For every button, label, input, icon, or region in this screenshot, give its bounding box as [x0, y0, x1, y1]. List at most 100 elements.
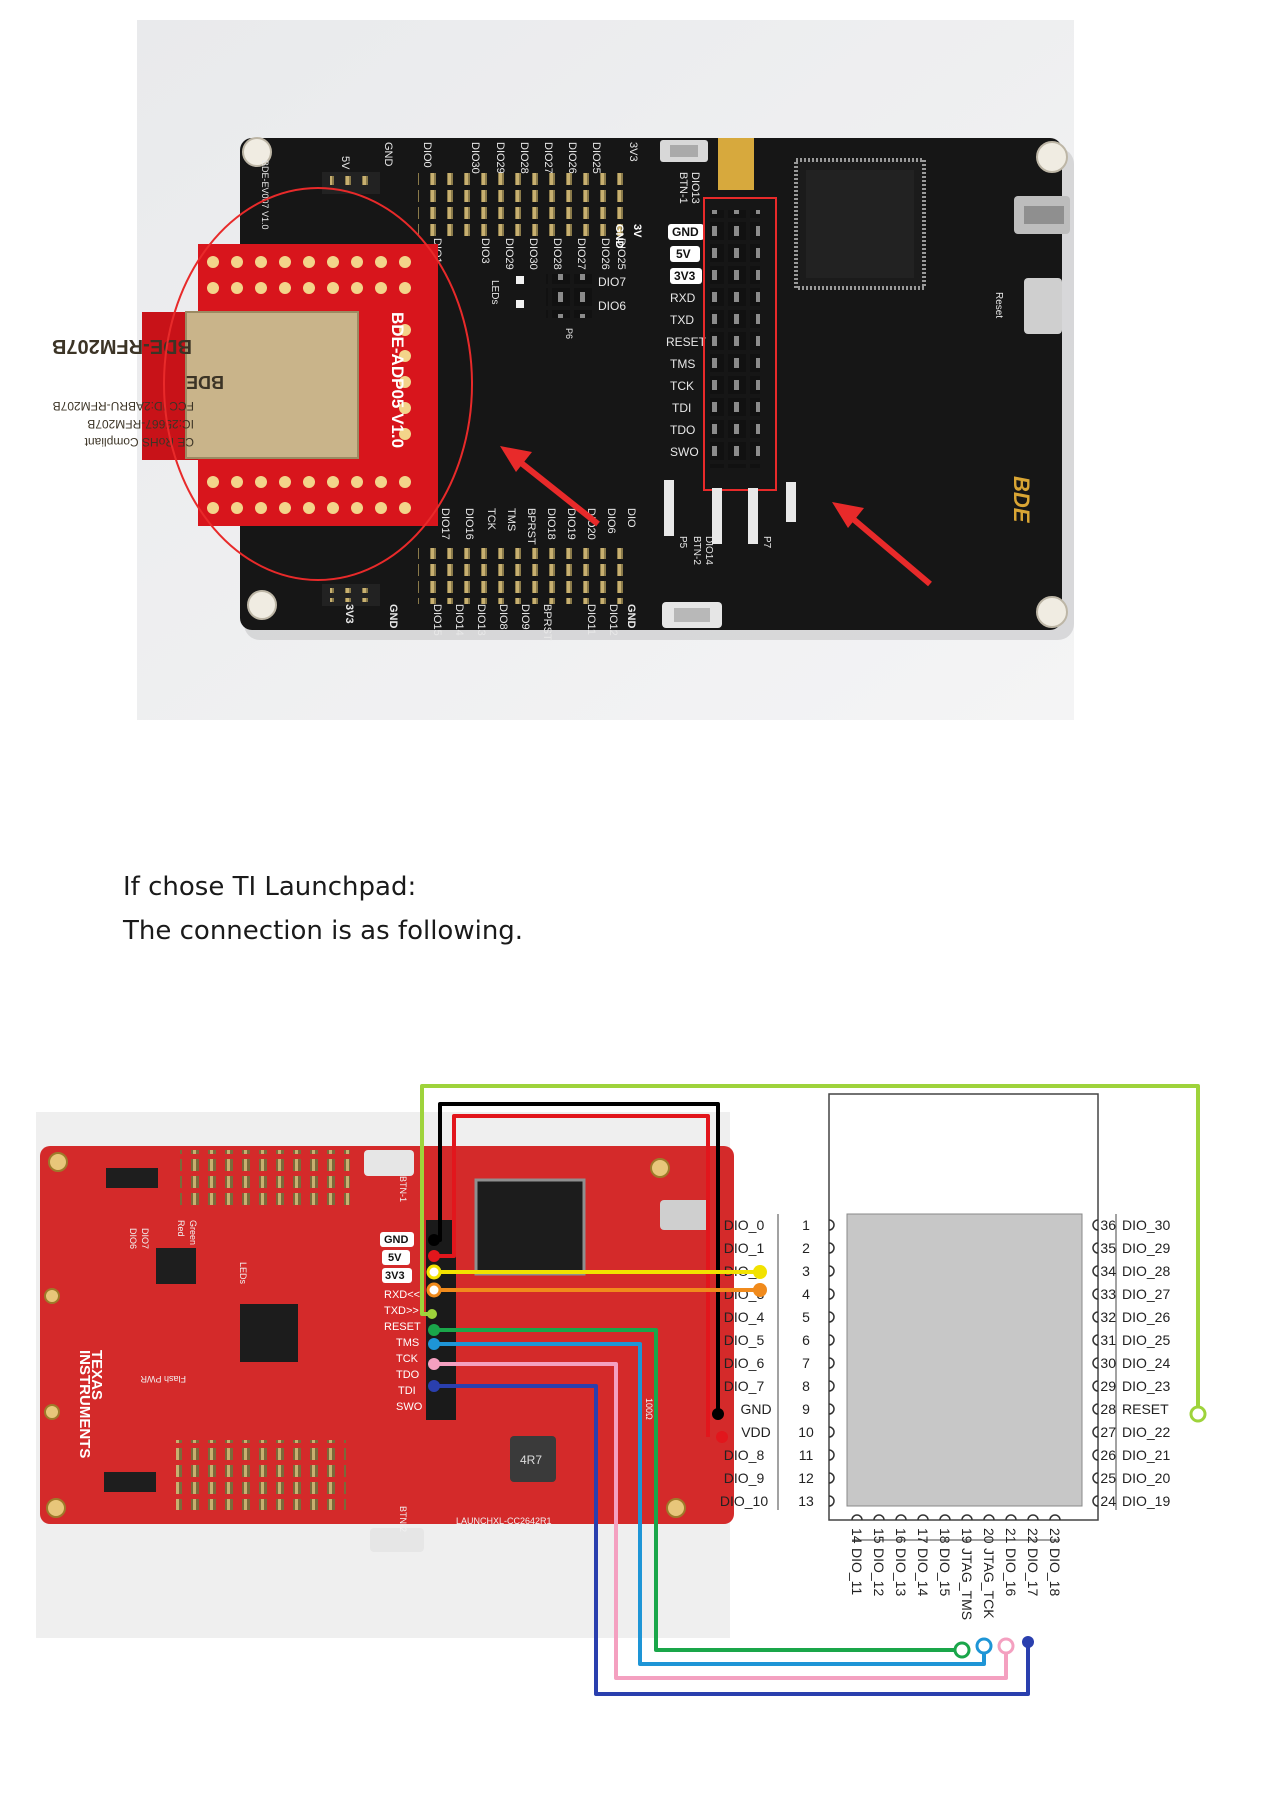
pin-num-11: 11 — [799, 1447, 814, 1463]
label-reset: Reset — [993, 292, 1004, 318]
bottom-pin-header — [418, 548, 634, 604]
label-btn2-dio: DIO14 — [703, 536, 714, 565]
lp-label-rxd: RXD<< — [384, 1289, 420, 1301]
pin-num-33: 33 — [1100, 1286, 1116, 1302]
reset-button[interactable] — [1024, 278, 1062, 334]
label-bprst2: BPRST — [541, 604, 553, 641]
bde-logo: BDE — [1009, 476, 1034, 524]
label-dio18: DIO18 — [545, 508, 557, 540]
launchpad-wiring-diagram: 4R7 100Ω LAUNCHXL-CC2642R1 TEXAS INSTRUM… — [36, 1084, 1207, 1696]
led-jumper[interactable] — [156, 1248, 196, 1284]
module-chip-text: BDE-RFM207B — [52, 335, 192, 357]
label-lp-red: Red — [176, 1220, 186, 1237]
pin-name-21: DIO_16 — [1003, 1548, 1019, 1596]
highlight-box — [703, 197, 777, 491]
lp-label-swo: SWO — [396, 1401, 423, 1413]
pin-name-23: DIO_18 — [1047, 1548, 1063, 1596]
label-dio30b: DIO30 — [527, 238, 539, 270]
pin-num-15: 15 — [871, 1528, 887, 1544]
pin-name-27: DIO_22 — [1122, 1424, 1170, 1440]
pin-num-14: 14 — [849, 1528, 865, 1544]
launchpad-top-header — [180, 1150, 350, 1206]
pin-num-13: 13 — [798, 1493, 814, 1509]
label-side-reset: RESET — [666, 335, 707, 349]
module-ground-pad — [846, 1213, 1083, 1507]
pin-name-33: DIO_27 — [1122, 1286, 1170, 1302]
label-dio15: DIO15 — [431, 604, 443, 636]
label-3v3-bottom: 3V3 — [343, 604, 355, 624]
launchpad-btn2[interactable] — [370, 1528, 424, 1552]
pin-name-9: GND — [740, 1401, 771, 1417]
wire-endpoint-icon — [712, 1265, 1207, 1659]
pin-num-36: 36 — [1100, 1217, 1116, 1233]
dio-jumper[interactable] — [546, 274, 592, 318]
rf-shield — [185, 311, 359, 459]
top-header-labels: 5V GND DIO0 DIO30 DIO29 DIO28 DIO27 DIO2… — [260, 142, 639, 230]
pin-num-6: 6 — [802, 1332, 810, 1348]
label-gnd-bottom: GND — [387, 604, 399, 629]
module-fcc-text: FCC ID:2ABRU-RFM207B — [53, 399, 194, 413]
pin-num-1: 1 — [802, 1217, 810, 1233]
ti-launchpad-board — [40, 1146, 734, 1524]
label-dio7: DIO7 — [598, 275, 626, 289]
lp-label-txd: TXD>> — [384, 1305, 419, 1317]
label-lp-green: Green — [188, 1220, 198, 1245]
pin-name-7: DIO_6 — [724, 1355, 765, 1371]
pin-num-34: 34 — [1100, 1263, 1116, 1279]
label-btn1: BTN-1 — [677, 172, 689, 204]
pin-name-20: JTAG_TCK — [981, 1548, 997, 1619]
pin-name-32: DIO_26 — [1122, 1309, 1170, 1325]
annotation-arrow-icon — [832, 502, 932, 587]
pin-num-4: 4 — [802, 1286, 810, 1302]
label-dio28: DIO28 — [518, 142, 530, 174]
header-endpoint-icon — [426, 1234, 442, 1392]
lp-label-tdo: TDO — [396, 1369, 420, 1381]
label-side-3v3: 3V3 — [674, 269, 696, 283]
label-btn1-dio: DIO13 — [689, 172, 701, 204]
pin-name-14: DIO_11 — [849, 1548, 865, 1595]
pin-num-30: 30 — [1100, 1355, 1116, 1371]
pin-num-8: 8 — [802, 1378, 810, 1394]
pin-name-18: DIO_15 — [937, 1548, 953, 1596]
pin-num-18: 18 — [937, 1528, 953, 1544]
pin-name-8: DIO_7 — [724, 1378, 765, 1394]
pin-name-22: DIO_17 — [1025, 1548, 1041, 1596]
annotation-arrow-icon — [500, 446, 600, 527]
pin-num-9: 9 — [802, 1401, 810, 1417]
label-side-swo: SWO — [670, 445, 699, 459]
label-dio27: DIO27 — [542, 142, 554, 174]
pin-num-31: 31 — [1100, 1332, 1116, 1348]
label-gnd: GND — [382, 142, 394, 167]
pin-num-19: 19 — [959, 1528, 975, 1544]
label-lp-btn1: BTN-1 — [398, 1176, 408, 1202]
pin-name-5: DIO_4 — [724, 1309, 765, 1325]
launchpad-btn1[interactable] — [364, 1150, 414, 1176]
pin-num-20: 20 — [981, 1528, 997, 1544]
label-p7: P7 — [761, 536, 772, 549]
label-dio-bottom: DIO — [625, 508, 637, 528]
pin-num-26: 26 — [1100, 1447, 1116, 1463]
label-dio27b: DIO27 — [575, 238, 587, 270]
pin-name-2: DIO_1 — [724, 1240, 765, 1256]
side-jumper-header[interactable] — [710, 210, 760, 468]
label-dio12: DIO12 — [607, 604, 619, 636]
pin-name-1: DIO_0 — [724, 1217, 765, 1233]
lp-label-tdi: TDI — [398, 1385, 416, 1397]
pin-name-34: DIO_28 — [1122, 1263, 1170, 1279]
pin-num-16: 16 — [893, 1528, 909, 1544]
pin-name-31: DIO_25 — [1122, 1332, 1170, 1348]
pin-num-25: 25 — [1100, 1470, 1116, 1486]
pin-num-22: 22 — [1025, 1528, 1041, 1544]
label-5v: 5V — [339, 156, 351, 170]
pin-num-5: 5 — [802, 1309, 810, 1325]
lp-label-tck: TCK — [396, 1353, 419, 1365]
label-lp-dio7: DIO7 — [140, 1228, 150, 1249]
label-side-tdo: TDO — [670, 423, 695, 437]
module-rohs-text: CE RoHS Compliant — [84, 435, 194, 449]
launchpad-side-labels: GND 5V 3V3 RXD<< TXD>> RESET TMS TCK TDO… — [380, 1232, 423, 1413]
pin-num-35: 35 — [1100, 1240, 1116, 1256]
label-side-rxd: RXD — [670, 291, 696, 305]
pin-num-3: 3 — [802, 1263, 810, 1279]
pin-name-13: DIO_10 — [720, 1493, 768, 1509]
lp-label-tms: TMS — [396, 1337, 419, 1349]
